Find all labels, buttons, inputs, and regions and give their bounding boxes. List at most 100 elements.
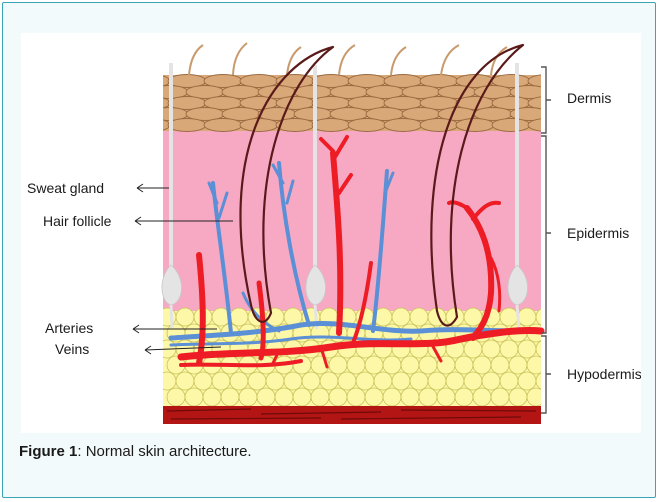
skin-diagram-svg: Dermis Epidermis Hypodermis Sweat gland … <box>21 33 641 433</box>
fat-cell <box>518 340 536 358</box>
fat-cell <box>302 372 320 390</box>
fat-cell <box>536 340 554 358</box>
fat-cell <box>464 340 482 358</box>
fat-cell <box>311 388 329 406</box>
fat-cell <box>365 388 383 406</box>
fat-cell <box>491 388 509 406</box>
surface-hairs <box>189 43 507 75</box>
label-sweat-gland: Sweat gland <box>27 180 104 196</box>
scale-cell <box>204 119 242 132</box>
fat-cell <box>158 372 176 390</box>
fat-cell <box>419 356 437 374</box>
fat-cell <box>284 372 302 390</box>
fat-cell <box>482 372 500 390</box>
bracket-dermis <box>541 67 551 133</box>
fat-cell <box>500 340 518 358</box>
fat-cell <box>230 308 248 326</box>
fat-cell <box>473 356 491 374</box>
fat-cell <box>473 388 491 406</box>
label-hair-follicle: Hair follicle <box>43 213 112 229</box>
fat-cell <box>230 372 248 390</box>
figure-caption: Figure 1: Normal skin architecture. <box>19 443 639 463</box>
fat-cell <box>482 340 500 358</box>
scale-cell <box>492 119 530 132</box>
layer-brackets <box>541 67 551 413</box>
muscle-band <box>163 406 541 424</box>
fat-cell <box>347 356 365 374</box>
layer-label-epidermis: Epidermis <box>567 225 629 241</box>
figure-panel: Dermis Epidermis Hypodermis Sweat gland … <box>2 2 656 498</box>
layer-label-hypodermis: Hypodermis <box>567 366 641 382</box>
fat-cell <box>176 372 194 390</box>
fat-cell <box>392 308 410 326</box>
fat-cell <box>410 372 428 390</box>
label-arteries: Arteries <box>45 320 93 336</box>
figure-caption-text: : Normal skin architecture. <box>77 443 251 460</box>
fat-cell <box>437 388 455 406</box>
fat-cell <box>248 372 266 390</box>
fat-cell <box>401 388 419 406</box>
fat-cell <box>158 308 176 326</box>
fat-cell <box>167 388 185 406</box>
fat-cell <box>212 372 230 390</box>
fat-cell <box>311 324 329 342</box>
fat-cell <box>383 356 401 374</box>
fat-cell <box>455 356 473 374</box>
bracket-hypodermis <box>541 336 551 413</box>
bracket-epidermis <box>541 136 551 333</box>
fat-cell <box>491 356 509 374</box>
fat-cell <box>221 388 239 406</box>
scale-cell <box>312 119 350 132</box>
fat-cell <box>527 356 545 374</box>
scale-cell <box>456 119 494 132</box>
fat-cell <box>347 388 365 406</box>
skin-diagram: Dermis Epidermis Hypodermis Sweat gland … <box>21 33 641 433</box>
fat-cell <box>518 372 536 390</box>
fat-cell <box>509 356 527 374</box>
fat-cell <box>338 372 356 390</box>
fat-cell <box>536 372 554 390</box>
fat-cell <box>419 388 437 406</box>
fat-cell <box>257 388 275 406</box>
scale-cell <box>528 119 566 132</box>
label-veins: Veins <box>55 341 89 357</box>
scale-cell <box>132 119 170 132</box>
scale-cell <box>420 119 458 132</box>
fat-cell <box>203 388 221 406</box>
fat-cell <box>401 356 419 374</box>
fat-cell <box>374 372 392 390</box>
fat-cell <box>383 388 401 406</box>
fat-cell <box>356 372 374 390</box>
fat-cell <box>446 372 464 390</box>
fat-cell <box>464 372 482 390</box>
fat-cell <box>500 308 518 326</box>
fat-cell <box>509 388 527 406</box>
fat-cell <box>536 308 554 326</box>
fat-cell <box>266 372 284 390</box>
fat-cell <box>365 356 383 374</box>
fat-cell <box>320 372 338 390</box>
fat-cell <box>185 388 203 406</box>
top-scales <box>132 75 566 132</box>
fat-cell <box>194 372 212 390</box>
fat-cell <box>500 372 518 390</box>
fat-cell <box>293 356 311 374</box>
layer-label-dermis: Dermis <box>567 90 611 106</box>
fat-cell <box>392 372 410 390</box>
fat-cell <box>176 308 194 326</box>
fat-cell <box>455 388 473 406</box>
scale-cell <box>168 119 206 132</box>
fat-cell <box>410 308 428 326</box>
scale-cell <box>384 119 422 132</box>
fat-cell <box>329 356 347 374</box>
fat-cell <box>293 388 311 406</box>
fat-cell <box>518 308 536 326</box>
fat-cell <box>428 372 446 390</box>
fat-cell <box>275 388 293 406</box>
fat-cell <box>329 388 347 406</box>
fat-cell <box>464 308 482 326</box>
scale-cell <box>348 119 386 132</box>
figure-caption-label: Figure 1 <box>19 443 77 460</box>
fat-cell <box>239 388 257 406</box>
fat-cell <box>527 388 545 406</box>
